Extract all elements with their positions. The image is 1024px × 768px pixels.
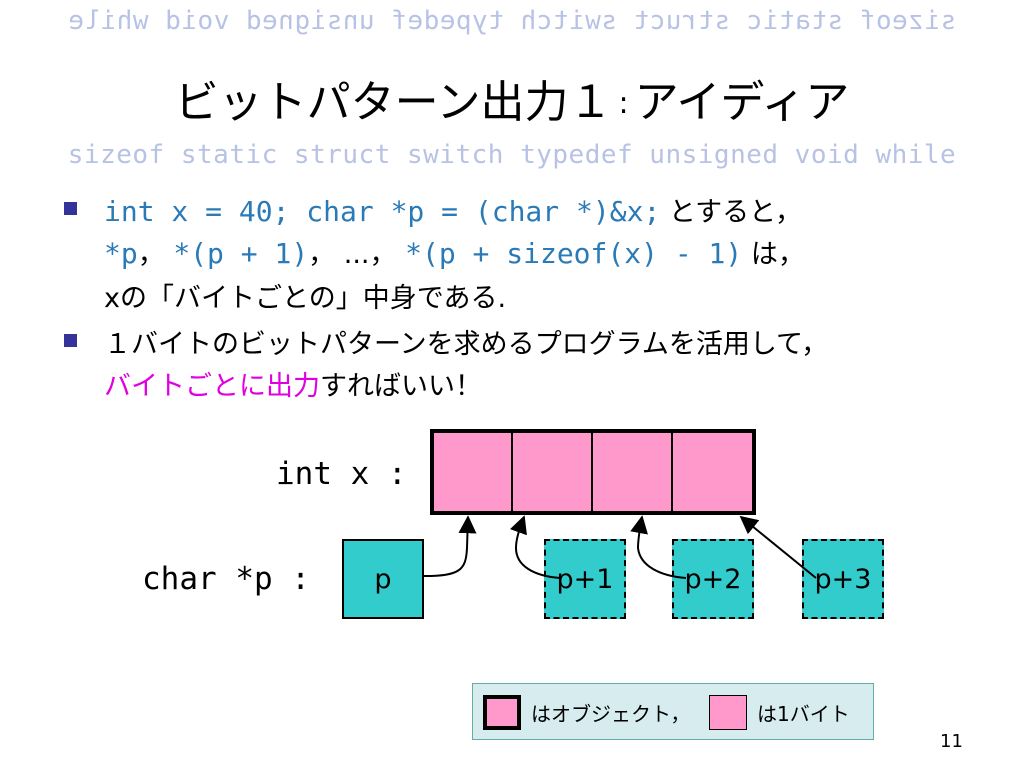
legend-object-label: はオブジェクト， bbox=[531, 702, 691, 726]
arrow-p1 bbox=[510, 515, 561, 579]
arrow-p3 bbox=[739, 515, 817, 579]
byte-cell-0 bbox=[432, 431, 512, 513]
char-p-label: char *p : bbox=[142, 561, 310, 597]
pointer-box-p: p bbox=[342, 539, 424, 619]
arrow-p bbox=[423, 515, 477, 577]
bullet2-line2: バイトごとに出力すればいい！ bbox=[104, 364, 482, 403]
int-x-label: int x : bbox=[276, 456, 407, 492]
pointer-box-p2: p+2 bbox=[672, 539, 754, 619]
bullet1-code-p1: *(p + 1) bbox=[173, 237, 309, 270]
bullet1-tail: は， bbox=[742, 239, 805, 270]
bullet2-highlight: バイトごとに出力 bbox=[104, 371, 320, 402]
pointer-box-p1: p+1 bbox=[544, 539, 626, 619]
slide-title: ビットパターン出力１:アイディア bbox=[0, 66, 1024, 130]
int-x-object-border bbox=[430, 429, 756, 515]
bullet1-line1: int x = 40; char *p = (char *)&x; とすると， bbox=[104, 190, 802, 229]
cell-divider bbox=[511, 431, 513, 513]
cell-divider bbox=[671, 431, 673, 513]
keyword-band: sizeof static struct switch typedef unsi… bbox=[67, 140, 957, 170]
arrow-p2 bbox=[630, 515, 687, 579]
page-number: 11 bbox=[940, 731, 963, 752]
pointer-box-p3: p+3 bbox=[802, 539, 884, 619]
bullet1-text: とすると， bbox=[660, 197, 802, 228]
bullet1-line3: xの「バイトごとの」中身である. bbox=[104, 283, 507, 314]
bullet2-line1: １バイトのビットパターンを求めるプログラムを活用して， bbox=[104, 329, 829, 360]
legend-byte-label: は1バイト bbox=[757, 702, 850, 726]
byte-cell-2 bbox=[592, 431, 672, 513]
cell-divider bbox=[591, 431, 593, 513]
byte-cell-1 bbox=[512, 431, 592, 513]
bullet1-code: int x = 40; char *p = (char *)&x; bbox=[104, 195, 661, 228]
bullet1-line2: *p， *(p + 1)， ...， *(p + sizeof(x) - 1) … bbox=[104, 232, 805, 271]
title-colon: : bbox=[618, 86, 629, 121]
bullet1-sep2: ， ...， bbox=[308, 239, 397, 270]
byte-cell-3 bbox=[672, 431, 752, 513]
bullet-square-icon bbox=[64, 334, 77, 347]
legend-object-swatch bbox=[483, 695, 521, 730]
bullet1-code-p: *p bbox=[104, 237, 138, 270]
title-sub: アイディア bbox=[634, 77, 850, 128]
bullet-square-icon bbox=[64, 202, 77, 215]
bullet1-code-plast: *(p + sizeof(x) - 1) bbox=[405, 237, 743, 270]
bullet2-tail: すればいい！ bbox=[320, 371, 482, 402]
legend-byte-swatch bbox=[709, 695, 747, 730]
bullet1-sep1: ， bbox=[137, 239, 165, 270]
title-main: ビットパターン出力１ bbox=[174, 77, 613, 128]
legend: はオブジェクト， は1バイト bbox=[472, 683, 874, 740]
